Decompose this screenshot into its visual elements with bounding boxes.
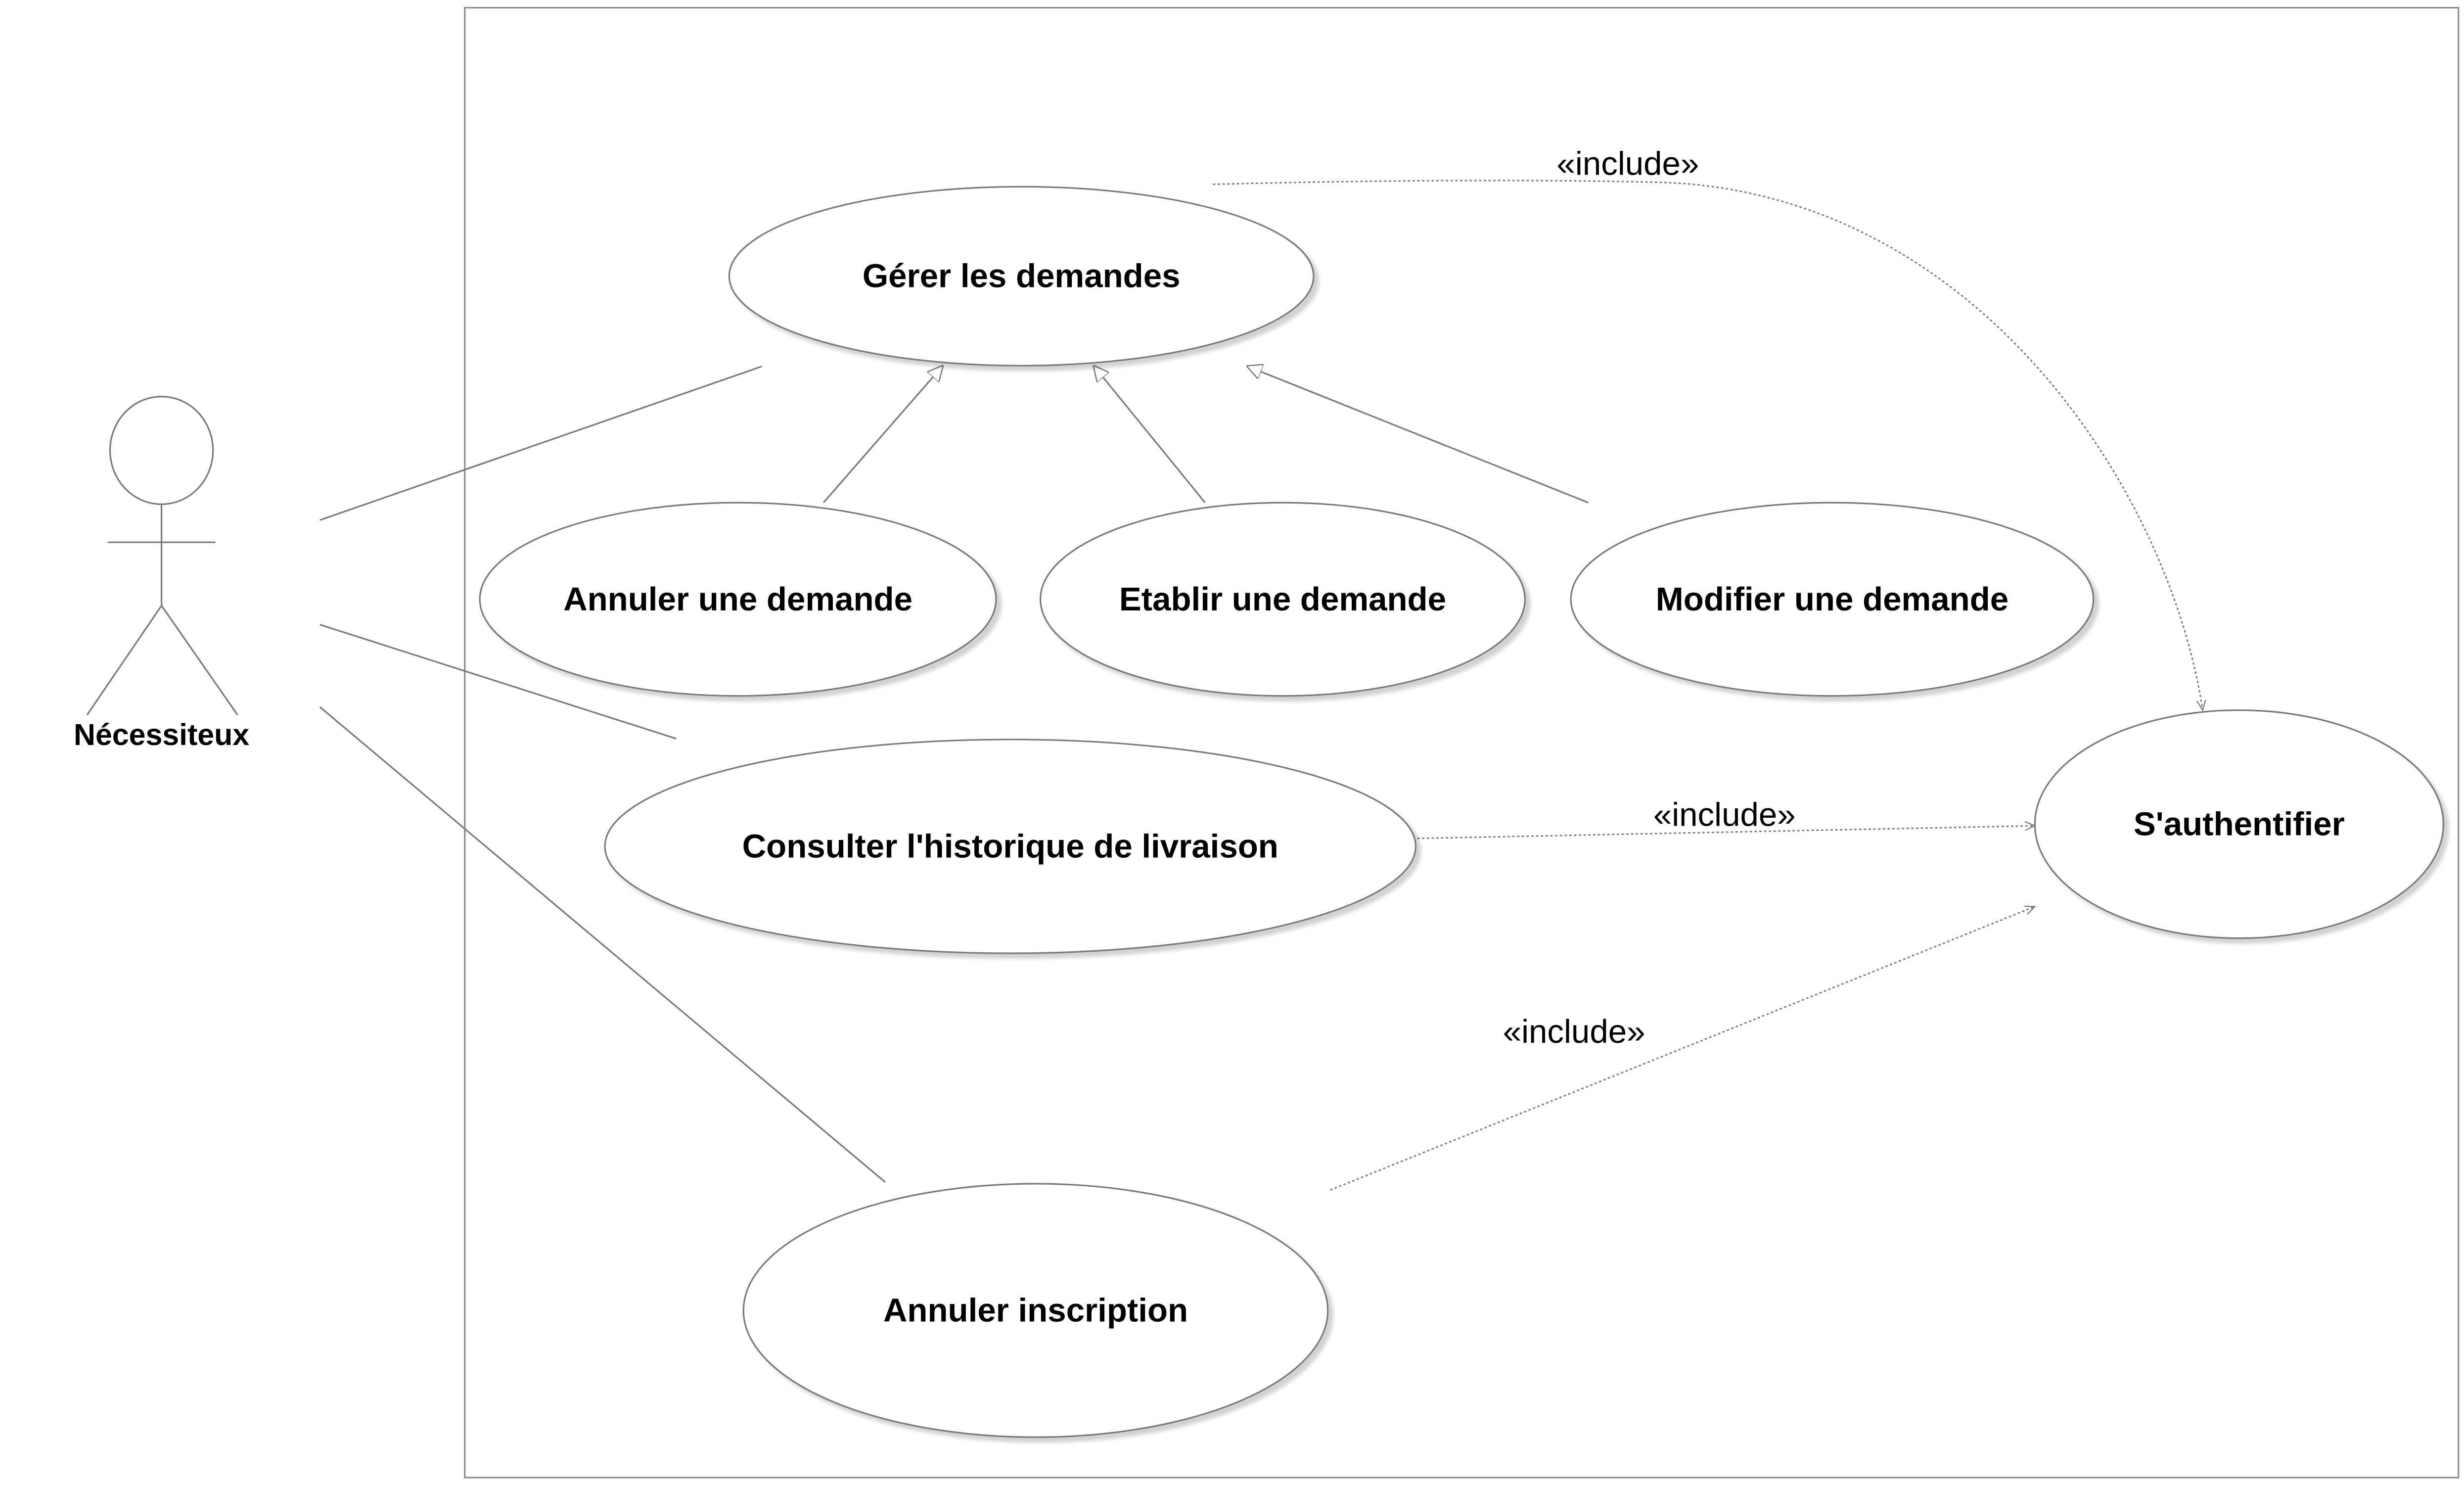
generalization-etablir bbox=[1094, 367, 1206, 504]
include-label-gerer: «include» bbox=[1557, 145, 1699, 182]
actor-left-leg bbox=[86, 605, 162, 716]
use-case-ellipse bbox=[742, 1183, 1329, 1438]
use-case-gerer-les-demandes[interactable]: Gérer les demandes bbox=[728, 186, 1315, 367]
use-case-etablir-une-demande[interactable]: Etablir une demande bbox=[1039, 502, 1526, 697]
include-gerer-to-authentifier bbox=[1213, 180, 2203, 710]
use-case-annuler-inscription[interactable]: Annuler inscription bbox=[742, 1183, 1329, 1438]
association-consulter bbox=[319, 624, 677, 740]
include-label-annuler-inscription: «include» bbox=[1503, 1013, 1645, 1050]
use-case-label: Etablir une demande bbox=[1119, 581, 1446, 618]
actor-head bbox=[109, 396, 214, 505]
use-case-label: Annuler inscription bbox=[883, 1292, 1188, 1329]
actor-necessiteux[interactable] bbox=[86, 396, 238, 716]
use-case-annuler-une-demande[interactable]: Annuler une demande bbox=[479, 502, 997, 697]
generalization-modifier bbox=[1248, 367, 1589, 504]
use-case-label: Modifier une demande bbox=[1656, 581, 2008, 618]
use-case-ellipse bbox=[2034, 709, 2444, 939]
use-case-s-authentifier[interactable]: S'authentifier bbox=[2034, 709, 2444, 939]
actor-label: Nécessiteux bbox=[74, 718, 249, 751]
system-boundary bbox=[464, 6, 2460, 1479]
use-case-ellipse bbox=[604, 739, 1417, 954]
use-case-ellipse bbox=[1570, 502, 2095, 697]
use-case-label: Annuler une demande bbox=[563, 581, 913, 618]
use-case-consulter-historique[interactable]: Consulter l'historique de livraison bbox=[604, 739, 1417, 954]
association-gerer bbox=[319, 366, 762, 521]
include-consulter-to-authentifier bbox=[1417, 826, 2035, 839]
association-annuler-inscription bbox=[319, 706, 886, 1183]
use-case-label: Gérer les demandes bbox=[863, 258, 1181, 295]
generalization-annuler-demande bbox=[822, 367, 942, 504]
use-case-ellipse bbox=[479, 502, 997, 697]
use-case-ellipse bbox=[1039, 502, 1526, 697]
actor-right-leg bbox=[161, 605, 238, 716]
use-case-modifier-une-demande[interactable]: Modifier une demande bbox=[1570, 502, 2095, 697]
use-case-label: Consulter l'historique de livraison bbox=[742, 828, 1278, 865]
use-case-label: S'authentifier bbox=[2134, 806, 2345, 843]
include-annuler-inscription-to-authentifier bbox=[1329, 907, 2035, 1191]
include-label-consulter: «include» bbox=[1653, 796, 1796, 833]
use-case-ellipse bbox=[728, 186, 1315, 367]
